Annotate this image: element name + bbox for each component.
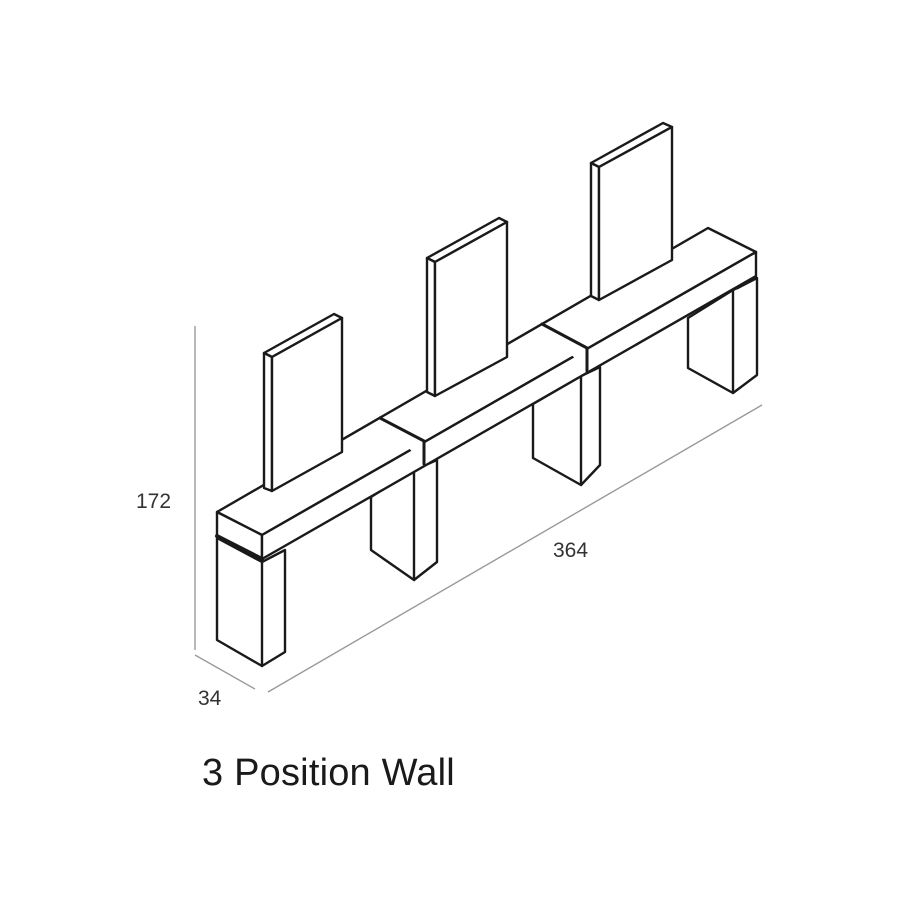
panel-middle bbox=[425, 216, 509, 398]
panel-right bbox=[589, 121, 674, 302]
length-label: 364 bbox=[553, 539, 588, 562]
depth-label: 34 bbox=[198, 687, 222, 710]
panel-left bbox=[262, 312, 344, 493]
length-dimension-line bbox=[267, 404, 763, 693]
product-title: 3 Position Wall bbox=[202, 752, 455, 794]
depth-dimension-line bbox=[194, 654, 256, 690]
leg-front-left bbox=[215, 536, 287, 668]
height-label: 172 bbox=[136, 490, 171, 513]
top-beam bbox=[215, 226, 758, 561]
